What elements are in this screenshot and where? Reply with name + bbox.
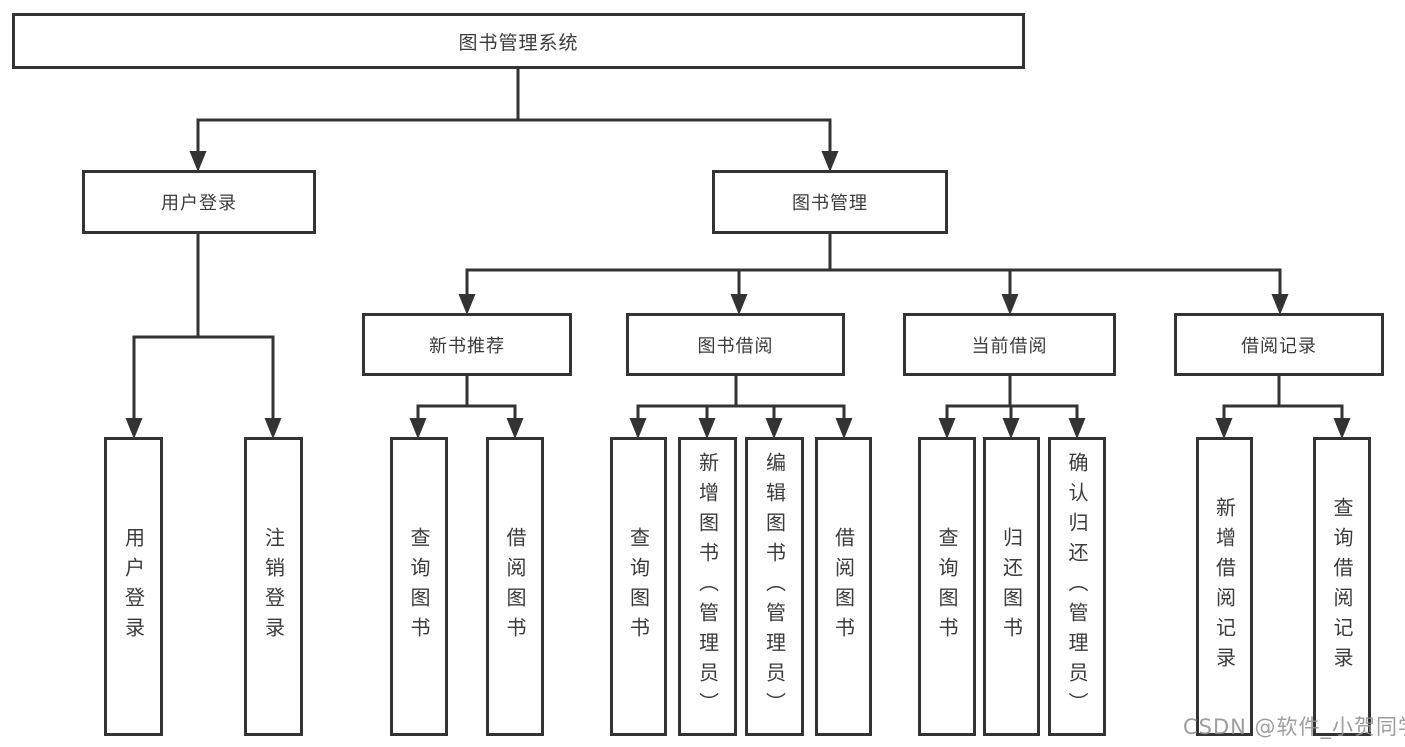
leaf-current-query-books: 查询图书	[918, 437, 976, 736]
leaf-current-confirm-return-admin: 确认归还（管理员）	[1048, 437, 1106, 736]
node-library-management-system: 图书管理系统	[12, 13, 1025, 69]
arrowhead-down-icon	[1215, 418, 1233, 439]
arrowhead-down-icon	[629, 418, 647, 439]
leaf-recommend-borrow-books: 借阅图书	[486, 437, 544, 736]
leaf-borrowing-borrow-books: 借阅图书	[815, 437, 872, 736]
arrowhead-down-icon	[458, 294, 476, 315]
leaf-user-login: 用户登录	[104, 437, 163, 736]
node-book-borrowing: 图书借阅	[626, 313, 845, 376]
arrowhead-down-icon	[1001, 294, 1019, 315]
watermark: CSDN @软件_小贺同学	[1183, 715, 1405, 739]
node-book-management: 图书管理	[712, 170, 948, 234]
arrowhead-down-icon	[409, 418, 427, 439]
arrowhead-down-icon	[506, 418, 524, 439]
leaf-recommend-query-books: 查询图书	[390, 437, 448, 736]
arrowhead-down-icon	[938, 418, 956, 439]
arrowhead-down-icon	[821, 151, 839, 172]
arrowhead-down-icon	[189, 151, 207, 172]
leaf-records-add-record: 新增借阅记录	[1196, 437, 1253, 736]
arrowhead-down-icon	[730, 294, 748, 315]
arrowhead-down-icon	[1271, 294, 1289, 315]
arrowhead-down-icon	[765, 418, 783, 439]
leaf-borrowing-add-books-admin: 新增图书（管理员）	[678, 437, 737, 736]
leaf-borrowing-query-books: 查询图书	[610, 437, 667, 736]
node-user-login: 用户登录	[82, 170, 316, 234]
arrowhead-down-icon	[1333, 418, 1351, 439]
arrowhead-down-icon	[1068, 418, 1086, 439]
node-borrowing-records: 借阅记录	[1174, 313, 1384, 376]
leaf-borrowing-edit-books-admin: 编辑图书（管理员）	[745, 437, 804, 736]
node-current-borrowing: 当前借阅	[903, 313, 1116, 376]
arrowhead-down-icon	[698, 418, 716, 439]
node-new-book-recommend: 新书推荐	[362, 313, 572, 376]
arrowhead-down-icon	[835, 418, 853, 439]
leaf-records-query-record: 查询借阅记录	[1313, 437, 1371, 736]
arrowhead-down-icon	[125, 418, 143, 439]
leaf-current-return-books: 归还图书	[983, 437, 1040, 736]
arrowhead-down-icon	[1002, 418, 1020, 439]
leaf-logout: 注销登录	[244, 437, 303, 736]
arrowhead-down-icon	[264, 418, 282, 439]
